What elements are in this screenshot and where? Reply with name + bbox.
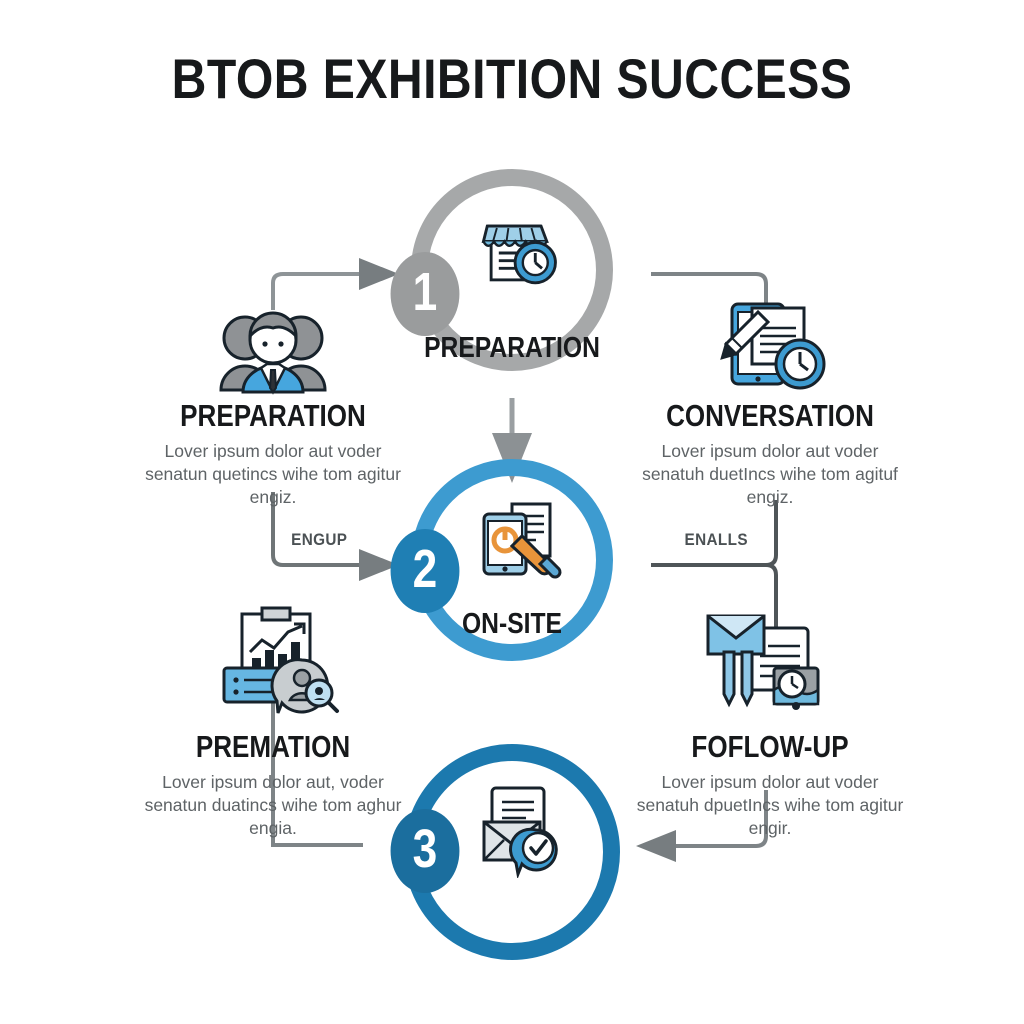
envelope-pens-document-clock-icon bbox=[706, 614, 820, 710]
envelope-check-icon bbox=[482, 786, 558, 878]
tablet-pen-clock-icon bbox=[720, 302, 826, 390]
step-1-number: 1 bbox=[412, 262, 438, 322]
team-people-icon bbox=[219, 311, 327, 395]
step-1-label: PREPARATION bbox=[424, 332, 600, 364]
page-title: BTOB EXHIBITION SUCCESS bbox=[171, 47, 853, 110]
step-1-badge: 1 bbox=[390, 252, 460, 336]
top-right-title: CONVERSATION bbox=[666, 398, 874, 433]
bottom-right-body: Lover ipsum dolor aut voder senatuh dpue… bbox=[636, 772, 904, 838]
chart-clipboard-person-search-icon bbox=[222, 606, 339, 714]
top-left-body: Lover ipsum dolor aut voder senatun quet… bbox=[145, 441, 401, 507]
bottom-right-title: FOFLOW-UP bbox=[691, 729, 849, 764]
bottom-left-body: Lover ipsum dolor aut, voder senatun dua… bbox=[144, 772, 402, 838]
tablet-wrench-icon bbox=[482, 502, 562, 579]
step-2-label: ON-SITE bbox=[462, 608, 562, 640]
bottom-left-title: PREMATION bbox=[195, 729, 351, 764]
step-3-badge: 3 bbox=[390, 809, 460, 893]
connector-left-label: ENGUP bbox=[291, 530, 348, 549]
step-2-number: 2 bbox=[412, 539, 438, 599]
market-stall-clock-icon bbox=[481, 224, 557, 285]
connector-right-label: ENALLS bbox=[684, 530, 748, 549]
top-right-body: Lover ipsum dolor aut voder senatuh duet… bbox=[642, 441, 898, 507]
top-left-title: PREPARATION bbox=[180, 398, 366, 433]
step-2-badge: 2 bbox=[390, 529, 460, 613]
step-3-number: 3 bbox=[412, 819, 438, 879]
